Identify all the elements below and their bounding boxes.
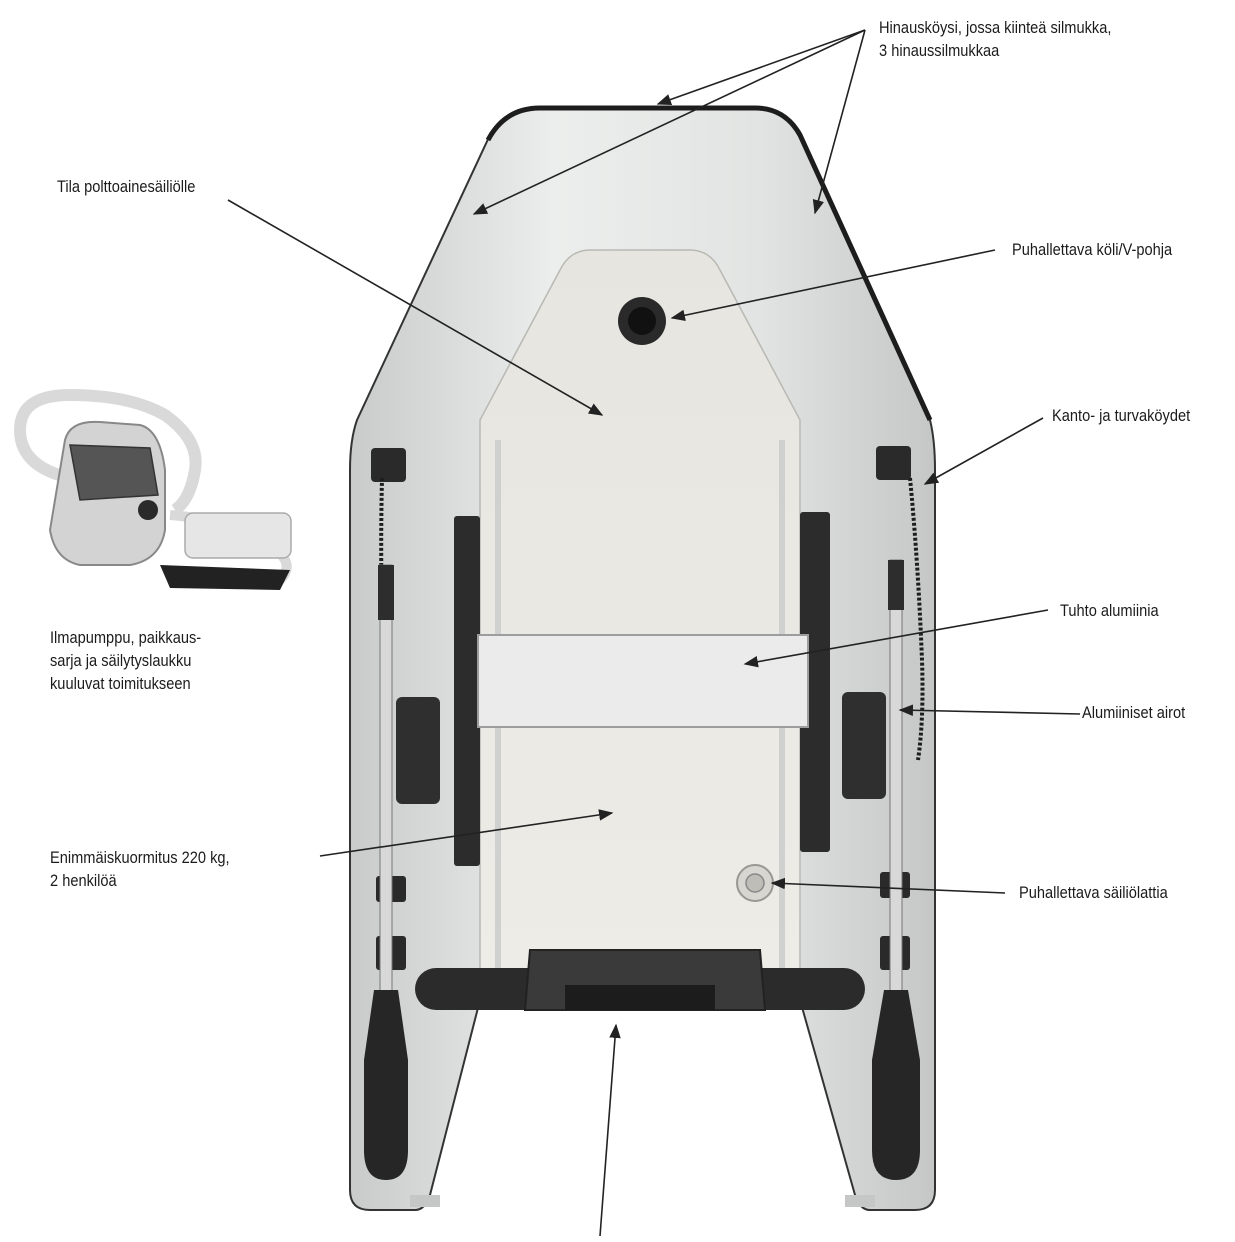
thwart-seat (477, 634, 809, 728)
right-oar (872, 559, 920, 1180)
callout-thwart: Tuhto alumiinia (1060, 601, 1159, 620)
pump-valve (138, 500, 158, 520)
arrow-towing-right (812, 29, 866, 215)
left-stern-end (410, 1195, 440, 1207)
right-stern-end (845, 1195, 875, 1207)
left-oarlock (396, 697, 440, 804)
callout-towing: Hinausköysi, jossa kiinteä silmukka, 3 h… (879, 18, 1112, 60)
callout-floor: Puhallettava säiliölattia (1019, 883, 1168, 902)
pump-hose (13, 388, 202, 515)
callout-oars: Alumiiniset airot (1082, 703, 1186, 722)
right-safety-rope (908, 477, 925, 761)
arrow-keel (670, 249, 996, 321)
arrow-towing-left (472, 29, 866, 215)
callout-keel: Puhallettava köli/V-pohja (1012, 240, 1173, 259)
callout-pump: Ilmapumppu, paikkaus- sarja ja säilytysl… (50, 628, 202, 693)
left-oar (364, 564, 408, 1180)
repair-kit (160, 565, 290, 590)
boat-bow-rim (485, 105, 933, 422)
right-oarlock (842, 692, 886, 799)
right-rail (800, 512, 830, 852)
callout-arrows (227, 29, 1081, 1237)
air-pump-illustration (13, 388, 292, 590)
arrow-ropes (923, 417, 1044, 485)
callout-ropes: Kanto- ja turvaköydet (1052, 406, 1191, 425)
arrow-fuel (227, 199, 604, 416)
keel-valve (618, 297, 666, 345)
callout-load: Enimmäiskuormitus 220 kg, 2 henkilöä (50, 848, 230, 890)
left-rail (454, 516, 480, 866)
arrow-floor (770, 877, 1006, 894)
transom-plate (565, 985, 715, 1010)
arrow-thwart (743, 609, 1049, 668)
right-handle-top (876, 446, 911, 480)
arrow-oars (898, 704, 1081, 717)
storage-bag (184, 512, 292, 559)
arrow-load (319, 809, 614, 857)
left-handle-top (371, 448, 406, 482)
floor-valve (736, 864, 774, 902)
arrow-towing-bow (656, 29, 866, 106)
callout-fuel: Tila polttoainesäiliölle (57, 177, 196, 196)
arrow-transom (599, 1023, 621, 1237)
pump-top (69, 444, 159, 501)
boat (349, 105, 936, 1211)
